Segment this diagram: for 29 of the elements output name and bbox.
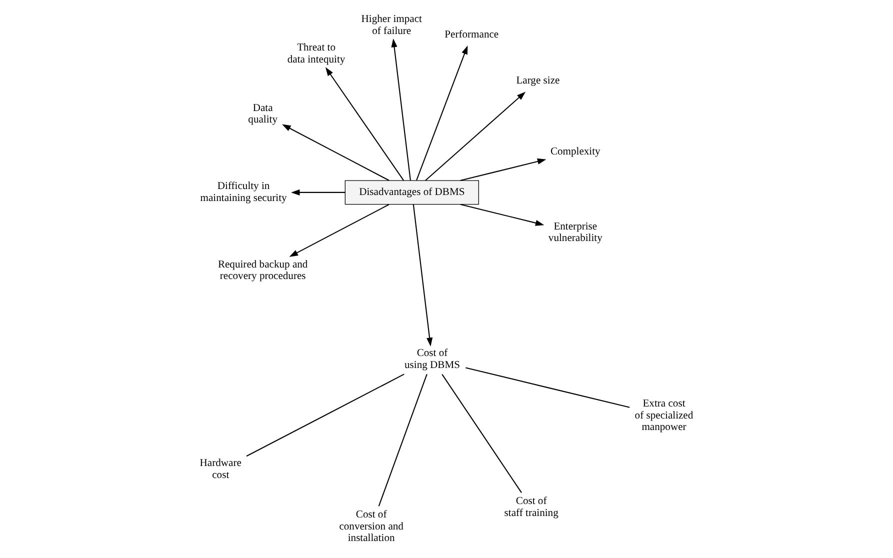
node-text: Difficulty in maintaining security xyxy=(200,181,287,204)
node-text: Required backup and recovery procedures xyxy=(218,259,308,282)
node-text: Cost of conversion and installation xyxy=(339,509,404,544)
arrow xyxy=(460,158,546,182)
node-text: Complexity xyxy=(550,146,600,158)
node-text: Threat to data intequity xyxy=(287,42,346,66)
node-text: Extra cost of specialized manpower xyxy=(634,398,694,434)
connector xyxy=(442,374,522,493)
node-box: Disadvantages of DBMS xyxy=(344,180,479,205)
arrow xyxy=(289,204,390,257)
arrow xyxy=(416,45,468,181)
node-text: Performance xyxy=(444,30,499,41)
arrow xyxy=(425,92,526,181)
node-text: Data quality xyxy=(248,102,278,126)
connector xyxy=(466,367,630,408)
connector xyxy=(378,374,428,506)
node-text: Hardware cost xyxy=(200,458,242,482)
node-text: Higher impact of failure xyxy=(361,14,422,37)
arrow xyxy=(282,124,390,181)
node-text: Large size xyxy=(516,75,560,86)
connector xyxy=(246,374,404,457)
arrow xyxy=(391,38,411,180)
arrow xyxy=(291,189,346,196)
node-text: Cost of using DBMS xyxy=(404,348,460,372)
arrow xyxy=(460,204,544,226)
arrow xyxy=(325,67,404,181)
arrow xyxy=(412,204,433,346)
node-text: Enterprise vulnerability xyxy=(548,221,602,244)
node-text: Cost of staff training xyxy=(504,496,558,519)
